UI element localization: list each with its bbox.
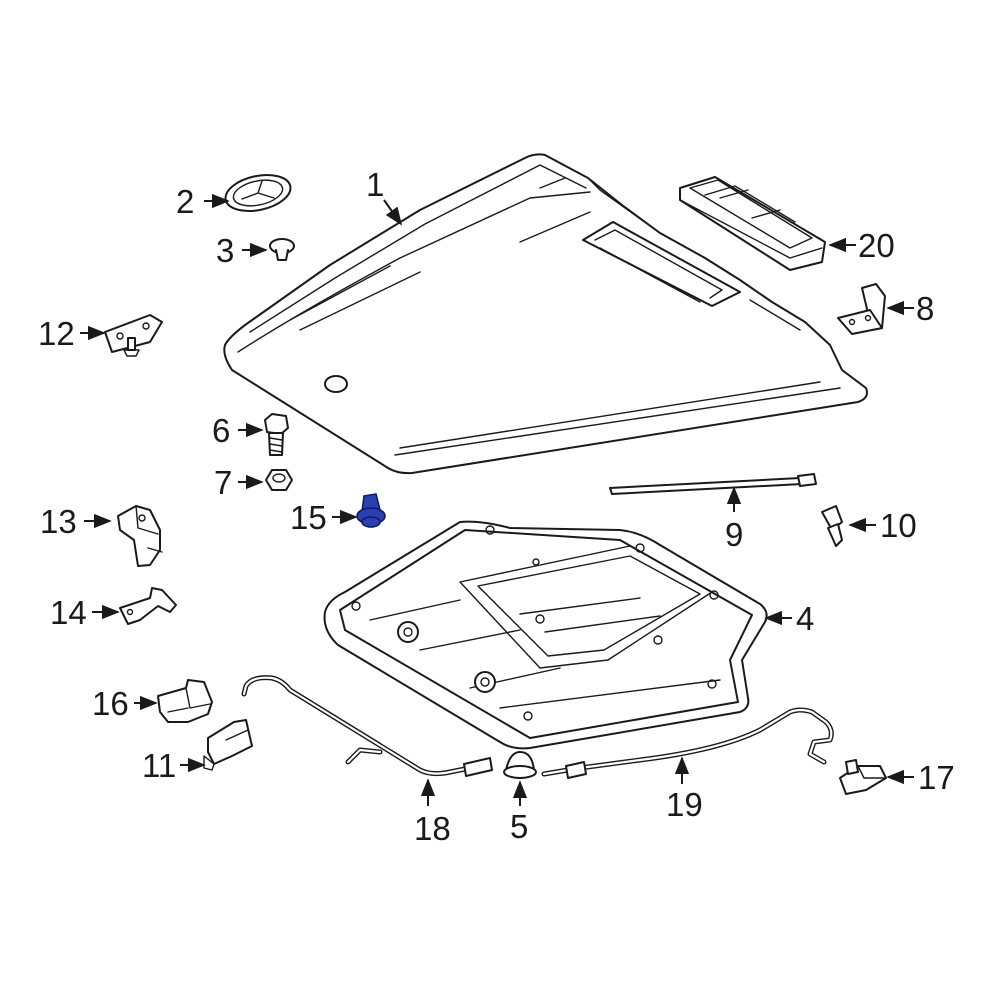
callout-13: 13 [40, 503, 112, 540]
weatherstrip [609, 473, 817, 495]
callout-8: 8 [886, 290, 934, 327]
bolt [264, 413, 289, 456]
callout-16: 16 [92, 685, 158, 722]
callout-number: 7 [214, 464, 232, 501]
callout-7: 7 [214, 464, 264, 501]
callout-number: 4 [796, 600, 814, 637]
callout-number: 19 [666, 786, 703, 823]
callout-10: 10 [848, 507, 917, 544]
callout-15: 15 [290, 499, 358, 536]
callout-number: 11 [142, 747, 176, 784]
hood-panel [223, 153, 868, 475]
callout-number: 6 [212, 412, 230, 449]
callout-number: 8 [916, 290, 934, 327]
callout-9: 9 [725, 486, 743, 553]
release-cable-rear [541, 707, 834, 779]
callout-number: 9 [725, 516, 743, 553]
callout-number: 18 [414, 810, 451, 847]
callout-14: 14 [50, 594, 120, 631]
callout-number: 3 [216, 232, 234, 269]
insulator-clip [503, 751, 537, 779]
air-scoop-grille [679, 176, 826, 271]
callout-number: 14 [50, 594, 87, 631]
callout-number: 12 [38, 315, 75, 352]
callout-1: 1 [366, 166, 403, 226]
latch-bracket [117, 505, 163, 567]
callout-18: 18 [414, 778, 451, 847]
striker-plate [104, 314, 163, 357]
emblem-clip [269, 238, 295, 261]
callout-2: 2 [176, 183, 230, 220]
hood-insulator [323, 520, 768, 750]
callout-17: 17 [886, 759, 955, 796]
callout-12: 12 [38, 315, 106, 352]
callout-number: 15 [290, 499, 327, 536]
callout-number: 2 [176, 183, 194, 220]
callout-number: 20 [858, 227, 895, 264]
callout-number: 17 [918, 759, 955, 796]
latch-release-handle [203, 719, 253, 771]
bumper-stop [821, 505, 843, 547]
callout-number: 10 [880, 507, 917, 544]
retainer-clip [356, 493, 386, 528]
callout-11: 11 [142, 747, 206, 784]
release-cable-front [241, 675, 493, 777]
nut [265, 469, 293, 491]
callout-number: 1 [366, 166, 384, 203]
latch [157, 679, 213, 723]
callout-20: 20 [828, 227, 895, 264]
callout-number: 5 [510, 808, 528, 845]
emblem [224, 174, 292, 212]
callout-number: 13 [40, 503, 77, 540]
callout-6: 6 [212, 412, 264, 449]
callout-19: 19 [666, 756, 703, 823]
callout-number: 16 [92, 685, 129, 722]
callout-3: 3 [216, 232, 268, 269]
hinge [837, 283, 886, 335]
callout-4: 4 [764, 600, 814, 637]
callout-5: 5 [510, 780, 528, 845]
support-bracket [119, 587, 177, 625]
secondary-latch [839, 759, 887, 795]
